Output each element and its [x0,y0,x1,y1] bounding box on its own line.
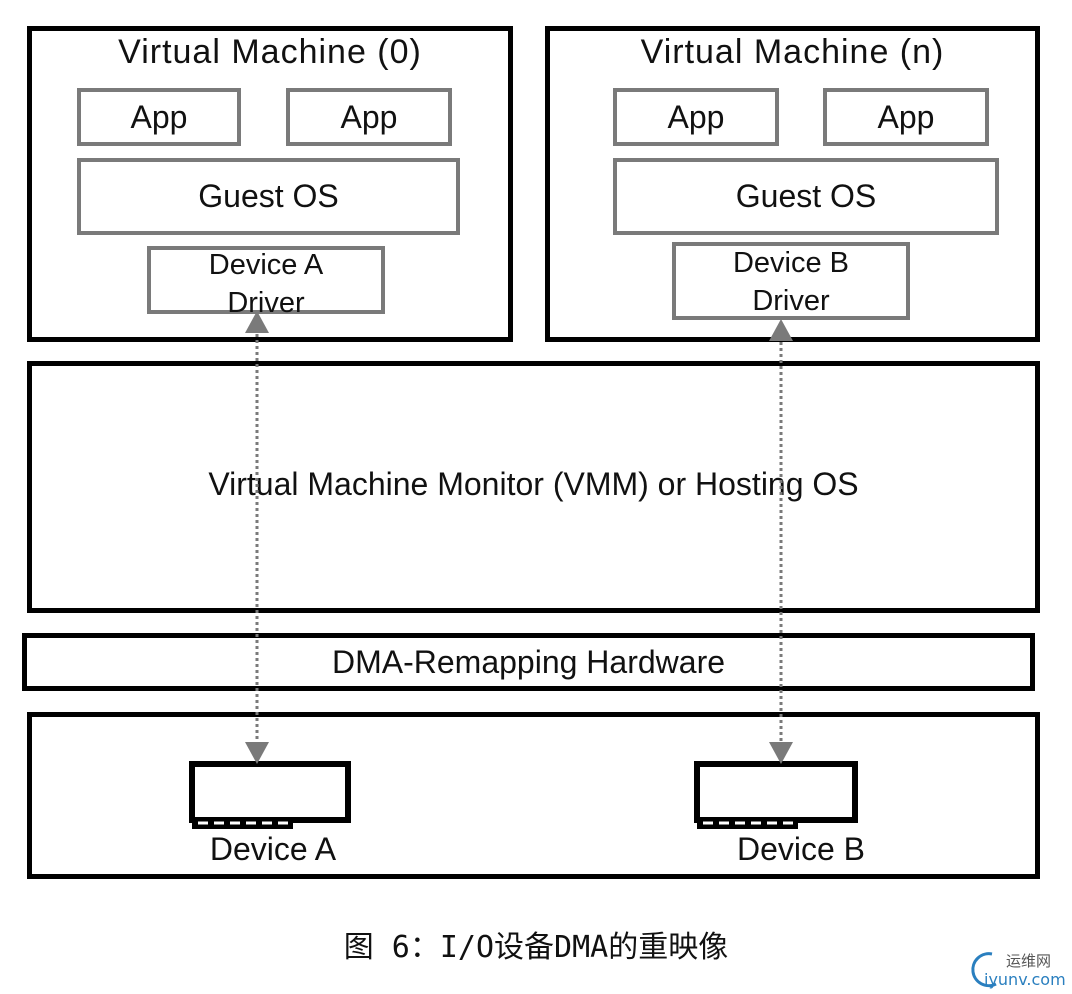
vmm-label: Virtual Machine Monitor (VMM) or Hosting… [208,466,859,502]
vmn-driver-line2: Driver [752,285,830,317]
watermark-line2: iyunv.com [984,970,1066,989]
device-a-label: Device A [209,831,337,867]
device-a-card-icon [189,761,351,829]
device-b-label: Device B [736,831,866,867]
vmn-app2-box: App [823,88,989,146]
vm0-driver-line1: Device A [208,249,324,281]
vmn-title: Virtual Machine (n) [640,33,945,71]
vm0-title: Virtual Machine (0) [118,33,422,71]
watermark-line1: 运维网 [1006,952,1052,970]
dma-remapping-box: DMA-Remapping Hardware [22,633,1035,691]
vmm-box: Virtual Machine Monitor (VMM) or Hosting… [27,361,1040,613]
vm0-driver-box: Device A Driver [147,246,385,319]
dma-path-a-arrow [245,311,269,764]
figure-caption: 图 6：I/O设备DMA的重映像 [343,930,729,965]
vm0-app1-box: App [77,88,241,146]
vmn-driver-line1: Device B [732,247,850,279]
vmn-app1-box: App [613,88,779,146]
vmn-driver-box: Device B Driver [672,242,910,320]
vmn-guest-os-box: Guest OS [613,158,999,235]
dma-path-b-arrow [769,319,793,764]
watermark: 运维网 iyunv.com [966,948,1066,992]
vm0-app2-box: App [286,88,452,146]
dma-label: DMA-Remapping Hardware [331,644,726,680]
watermark-logo-icon [971,952,997,988]
device-b-card-icon [694,761,858,829]
vm0-driver-line2: Driver [227,287,305,319]
vm0-guest-os-box: Guest OS [77,158,460,235]
